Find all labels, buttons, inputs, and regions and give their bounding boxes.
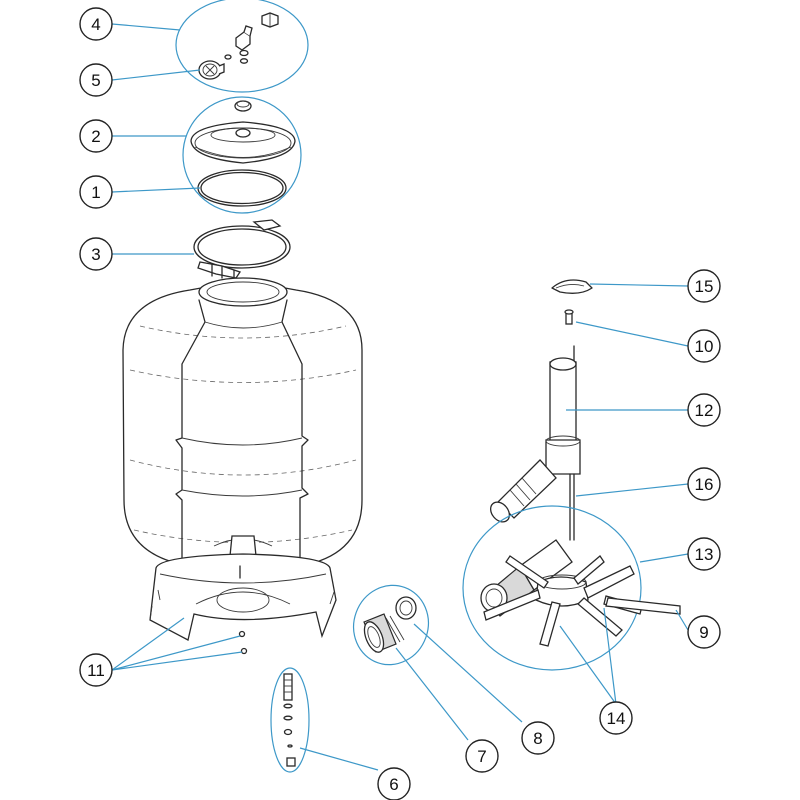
air-vent-group	[551, 279, 593, 325]
elbow-fitting-part	[224, 25, 253, 64]
filter-tank-part	[122, 277, 363, 575]
lateral-assembly-group	[462, 505, 681, 671]
union-part	[363, 613, 405, 653]
o-ring-part	[197, 169, 287, 207]
union-group	[353, 584, 429, 666]
callout-4: 4	[79, 7, 113, 41]
callout-5-label: 5	[91, 71, 100, 90]
callout-9-label: 9	[699, 623, 708, 642]
callout-15-label: 15	[695, 277, 714, 296]
callout-8: 8	[521, 721, 555, 755]
base-stand-part	[149, 553, 337, 655]
callout-10-label: 10	[695, 337, 714, 356]
callout-3-label: 3	[91, 245, 100, 264]
callout-7-label: 7	[477, 747, 486, 766]
callout-6: 6	[377, 767, 411, 800]
collector-pipe-part	[489, 345, 581, 541]
callout-11: 11	[79, 653, 113, 687]
callout-13: 13	[687, 537, 721, 571]
callout-15: 15	[687, 269, 721, 303]
callout-2: 2	[79, 119, 113, 153]
callout-13-label: 13	[695, 545, 714, 564]
lid-group	[182, 96, 302, 214]
callout-1: 1	[79, 175, 113, 209]
fittings-group	[175, 0, 309, 93]
callout-7: 7	[465, 739, 499, 773]
callout-16: 16	[687, 467, 721, 501]
callout-16-label: 16	[695, 475, 714, 494]
nut-part	[261, 12, 279, 28]
vent-screw-part	[564, 309, 574, 325]
callout-11-label: 11	[87, 661, 105, 680]
callout-4-label: 4	[91, 15, 100, 34]
callout-10: 10	[687, 329, 721, 363]
callout-9: 9	[687, 615, 721, 649]
callout-5: 5	[79, 63, 113, 97]
drain-screw-group	[270, 667, 310, 773]
callout-3: 3	[79, 237, 113, 271]
callout-2-label: 2	[91, 127, 100, 146]
callout-6-label: 6	[389, 775, 398, 794]
clamp-ring-part	[193, 219, 291, 283]
leader-lines	[111, 23, 689, 771]
callout-8-label: 8	[533, 729, 542, 748]
callout-14-label: 14	[607, 709, 626, 728]
lid-part	[190, 121, 296, 164]
pressure-gauge-part	[198, 60, 225, 80]
callout-12-label: 12	[695, 401, 714, 420]
callout-1-label: 1	[91, 183, 100, 202]
callout-14: 14	[599, 701, 633, 735]
gasket-part	[395, 596, 417, 620]
callout-12: 12	[687, 393, 721, 427]
